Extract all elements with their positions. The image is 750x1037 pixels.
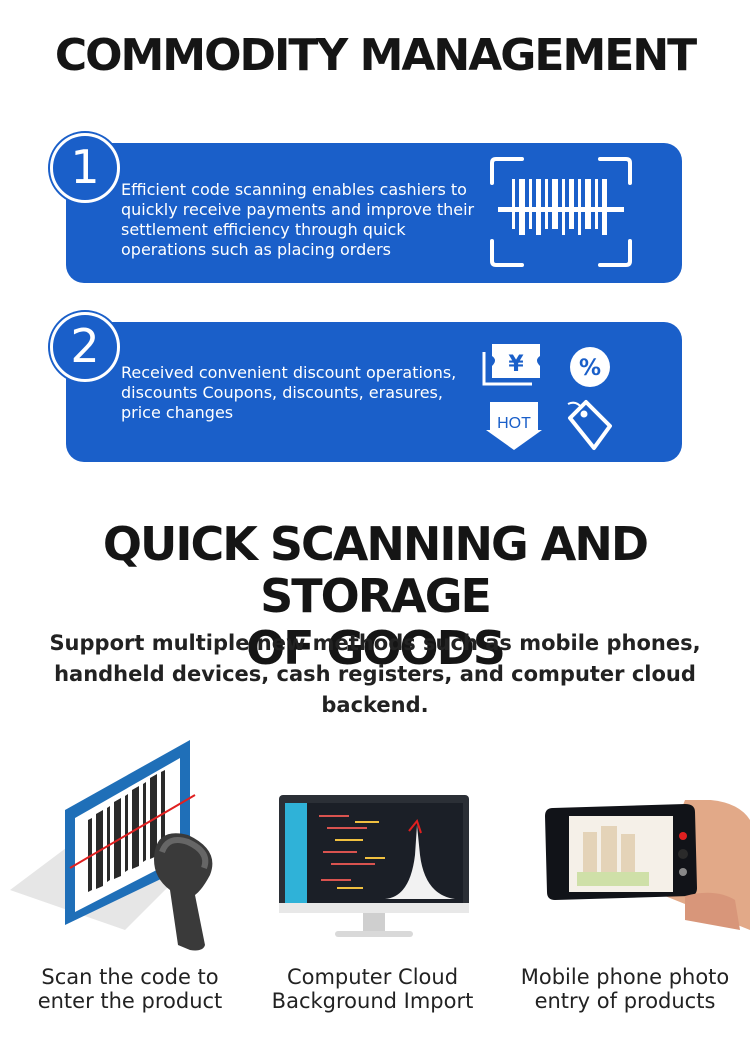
section-title-line-1: QUICK SCANNING AND STORAGE	[102, 517, 649, 623]
method-label-cloud-import-line-1: Computer Cloud	[286, 965, 459, 989]
barcode-scanner-illustration	[10, 740, 213, 951]
step-badge-1: 1	[50, 133, 120, 203]
computer-monitor-illustration	[279, 795, 469, 937]
percent-symbol: %	[579, 356, 601, 381]
mobile-phone-illustration	[545, 800, 750, 930]
method-label-mobile-photo: Mobile phone photo entry of products	[505, 965, 745, 1013]
section-subtitle: Support multiple new methods such as mob…	[49, 631, 701, 717]
yen-coupon-icon: ¥	[482, 344, 540, 386]
method-label-scan-code: Scan the code to enter the product	[20, 965, 240, 1013]
hot-label: HOT	[497, 415, 531, 432]
method-label-scan-code-line-2: enter the product	[37, 989, 223, 1013]
feature-card-discounts-text: Received convenient discount operations,…	[121, 363, 457, 422]
method-label-scan-code-line-1: Scan the code to	[41, 965, 219, 989]
method-label-mobile-photo-line-1: Mobile phone photo	[520, 965, 730, 989]
method-label-mobile-photo-line-2: entry of products	[534, 989, 716, 1013]
barcode-scan-icon	[490, 157, 632, 267]
method-label-cloud-import-line-2: Background Import	[271, 989, 474, 1013]
method-label-cloud-import: Computer Cloud Background Import	[255, 965, 490, 1013]
percent-icon: %	[570, 347, 610, 387]
yen-symbol: ¥	[508, 352, 524, 377]
step-badge-2: 2	[50, 312, 120, 382]
section-title-commodity-management: COMMODITY MANAGEMENT	[54, 30, 697, 81]
section-title-line-2: OF GOODS	[246, 621, 506, 675]
section-title-quick-scanning: QUICK SCANNING AND STORAGE OF GOODS	[0, 518, 750, 674]
price-tag-icon	[567, 400, 612, 450]
feature-card-discounts	[66, 322, 682, 462]
hot-arrow-icon: HOT	[486, 402, 542, 450]
feature-card-scanning-text: Efficient code scanning enables cashiers…	[121, 180, 475, 259]
